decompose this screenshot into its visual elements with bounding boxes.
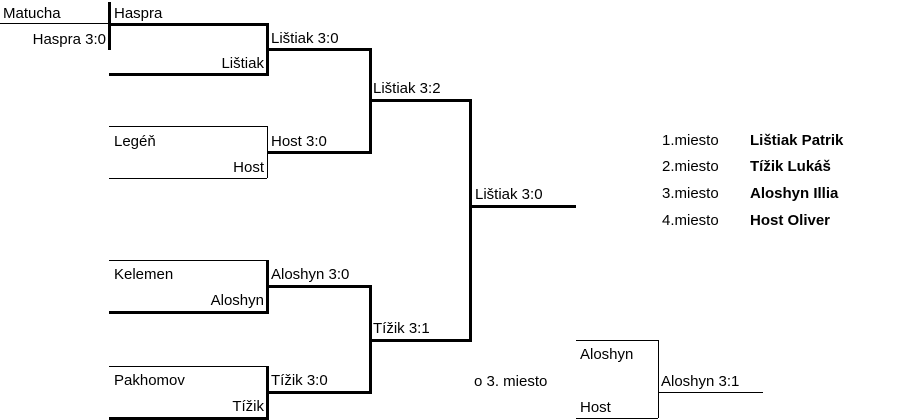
bracket-line: [370, 99, 472, 102]
semifinal-result: Lištiak 3:2: [373, 80, 441, 97]
player-name: Host: [580, 399, 611, 416]
player-name: Aloshyn: [210, 292, 264, 309]
bracket-line: [576, 340, 658, 341]
bracket-line: [109, 417, 269, 420]
player-name: Matucha: [3, 5, 61, 22]
bracket-line: [470, 205, 576, 208]
match-result: Haspra 3:0: [32, 31, 106, 48]
match-result: Lištiak 3:0: [271, 30, 339, 47]
standing-place: 1.miesto: [662, 132, 719, 149]
semifinal-result: Tížik 3:1: [373, 320, 430, 337]
player-name: Host: [233, 159, 264, 176]
bracket-line: [109, 311, 269, 314]
final-result: Lištiak 3:0: [475, 186, 543, 203]
standing-place: 2.miesto: [662, 158, 719, 175]
standing-name: Tížik Lukáš: [750, 158, 831, 175]
bracket-line: [109, 126, 267, 127]
third-place-result: Aloshyn 3:1: [661, 373, 740, 390]
bracket-line: [109, 366, 267, 367]
player-name: Aloshyn: [580, 346, 634, 363]
bracket-line: [266, 366, 269, 420]
bracket-line: [267, 391, 372, 394]
bracket-line: [658, 392, 763, 393]
match-result: Aloshyn 3:0: [271, 266, 350, 283]
player-name: Kelemen: [114, 266, 174, 283]
bracket-line: [370, 339, 472, 342]
match-result: Host 3:0: [271, 133, 327, 150]
bracket-line: [267, 48, 372, 51]
standing-place: 4.miesto: [662, 212, 719, 229]
match-result: Tížik 3:0: [271, 372, 328, 389]
third-place-label: o 3. miesto: [474, 373, 548, 390]
bracket-line: [108, 2, 111, 50]
bracket-line: [576, 418, 658, 419]
player-name: Lištiak: [221, 55, 264, 72]
player-name: Haspra: [114, 5, 163, 22]
standing-name: Host Oliver: [750, 212, 831, 229]
standing-name: Lištiak Patrik: [750, 132, 844, 149]
bracket-line: [267, 285, 372, 288]
bracket-line: [658, 340, 659, 418]
standing-place: 3.miesto: [662, 185, 719, 202]
bracket-line: [267, 151, 372, 154]
player-name: Pakhomov: [114, 372, 185, 389]
standing-name: Aloshyn Illia: [750, 185, 839, 202]
bracket-line: [109, 73, 269, 76]
bracket-line: [109, 23, 269, 26]
bracket-line: [0, 23, 109, 24]
bracket-line: [267, 126, 268, 178]
bracket-line: [109, 260, 267, 261]
player-name: Tížik: [232, 398, 264, 415]
bracket-line: [109, 178, 267, 179]
player-name: Legéň: [114, 133, 156, 150]
bracket-line: [469, 99, 472, 342]
